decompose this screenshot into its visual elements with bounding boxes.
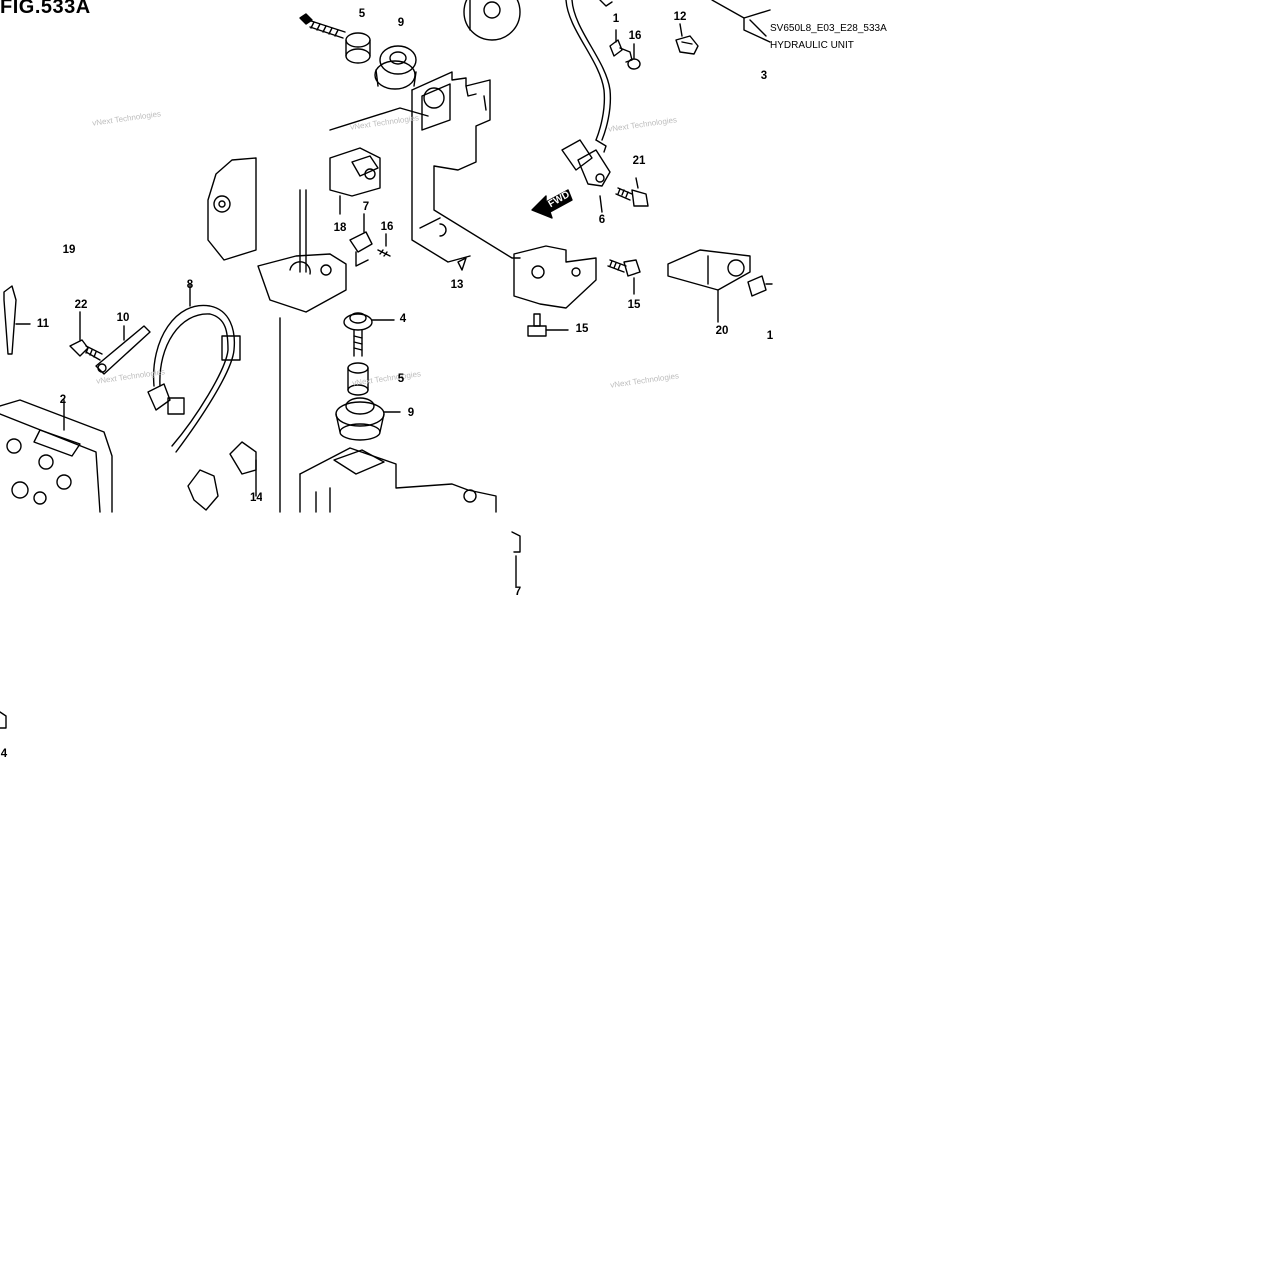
bolt-21 (615, 177, 649, 207)
bracket-mid-right (513, 245, 597, 309)
bolt-4 (343, 312, 395, 357)
rod-11 (3, 285, 31, 355)
abs-block (0, 399, 113, 513)
callout: 14 (250, 492, 262, 504)
hose-fitting (561, 139, 611, 213)
hydraulic-unit-label: HYDRAULIC UNIT (770, 40, 854, 51)
bolt-15-right (607, 259, 641, 295)
bracket-18 (329, 107, 429, 215)
grommet-mid (335, 397, 401, 441)
callout: 16 (628, 30, 642, 42)
spacer-mid (347, 362, 369, 396)
bracket-main (411, 71, 521, 271)
callout: 18 (333, 222, 347, 234)
left-housing (207, 157, 347, 513)
clamp-1-top (609, 29, 641, 70)
callout: 5 (397, 373, 405, 385)
callout: 7 (514, 586, 522, 598)
callout: 12 (673, 11, 687, 23)
callout: 15 (627, 299, 641, 311)
callout: 16 (380, 221, 394, 233)
disc-top (463, 0, 521, 41)
callout: 1 (612, 13, 620, 25)
callout: 19 (62, 244, 76, 256)
callout: 13 (450, 279, 464, 291)
figure-code: SV650L8_E03_E28_533A (770, 23, 887, 34)
callout: 4 (0, 748, 8, 760)
fwd-arrow (531, 189, 573, 219)
plate-10 (95, 325, 151, 375)
bolt-15-lower (527, 313, 569, 337)
clamp-14 (187, 441, 257, 511)
callout: 6 (598, 214, 606, 226)
callout: 2 (59, 394, 67, 406)
part-7-lower (511, 531, 521, 587)
bolt-22 (69, 311, 103, 361)
brake-pipe-right (565, 0, 612, 153)
callout: 8 (186, 279, 194, 291)
unit-bracket (599, 0, 771, 43)
callout: 9 (397, 17, 405, 29)
hose-8 (147, 283, 241, 453)
bolt-top (299, 13, 346, 39)
spacer-top (345, 32, 371, 64)
part-4-lower (0, 711, 7, 729)
callout: 22 (74, 299, 88, 311)
figure-title: FIG.533A (0, 0, 91, 18)
callout: 9 (407, 407, 415, 419)
callout: 21 (632, 155, 646, 167)
callout: 10 (116, 312, 130, 324)
callout: 11 (36, 318, 50, 330)
bracket-20 (667, 249, 773, 323)
callout: 1 (766, 330, 774, 342)
clamp-7 (349, 213, 391, 267)
callout: 20 (715, 325, 729, 337)
callout: 3 (760, 70, 768, 82)
callout: 4 (399, 313, 407, 325)
bracket-lower (299, 447, 497, 513)
grommet-top (374, 45, 417, 90)
callout: 7 (362, 201, 370, 213)
callout: 15 (575, 323, 589, 335)
clip-12 (675, 23, 699, 55)
callout: 5 (358, 8, 366, 20)
